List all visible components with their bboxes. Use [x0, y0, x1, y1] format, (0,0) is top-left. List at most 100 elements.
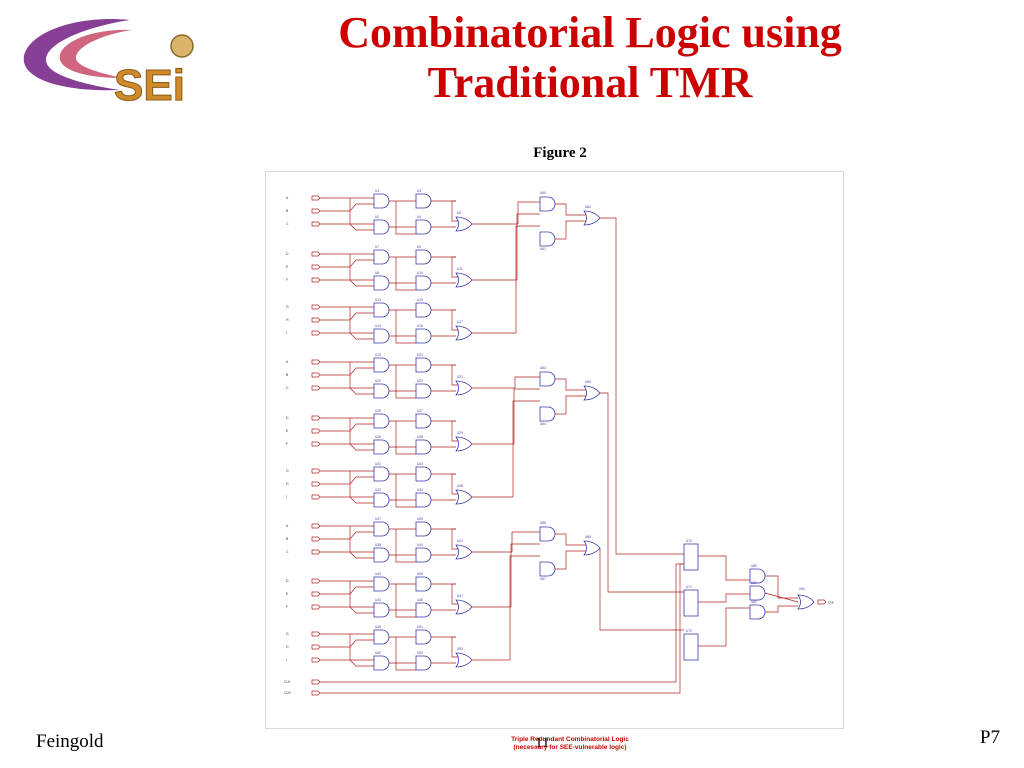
flip-flop [683, 633, 699, 661]
input-port [311, 549, 321, 555]
input-port [311, 441, 321, 447]
and-gate [415, 328, 432, 344]
wire [349, 606, 374, 614]
wire [509, 555, 540, 660]
wire [600, 217, 684, 555]
and-gate [415, 193, 432, 209]
wire [395, 257, 416, 291]
wire [349, 254, 374, 281]
wire [349, 223, 374, 231]
input-label: A [286, 360, 289, 364]
and-gate [373, 219, 390, 235]
and-gate [373, 383, 390, 399]
and-gate [415, 275, 432, 291]
and-gate [539, 196, 556, 212]
gate-label: U16 [417, 324, 423, 328]
gate-label: U46 [417, 598, 423, 602]
or-gate [455, 436, 473, 452]
input-label: H [286, 482, 289, 486]
wire [349, 307, 374, 334]
wire [698, 607, 750, 647]
gate-label: U44 [375, 598, 381, 602]
and-gate [415, 439, 432, 455]
input-port [311, 536, 321, 542]
and-gate [373, 466, 390, 482]
wire [764, 592, 799, 603]
input-port [311, 195, 321, 201]
wire [600, 392, 684, 593]
wire [349, 581, 374, 608]
footer-note-line-2: (necessary for SEE-vulnerable logic) [513, 744, 627, 751]
input-label: C [286, 550, 289, 554]
gate-label: U81 [751, 581, 757, 585]
gate-label: U67 [540, 577, 546, 581]
or-gate [455, 272, 473, 288]
gate-label: U3 [417, 189, 421, 193]
wire [451, 583, 458, 605]
gate-label: U19 [375, 353, 381, 357]
gate-label: U34 [417, 488, 423, 492]
title-line-2: Traditional TMR [427, 58, 753, 107]
wire [349, 367, 374, 376]
gate-label: U13 [375, 298, 381, 302]
input-port [311, 317, 321, 323]
gate-label: U49 [375, 625, 381, 629]
input-port [311, 631, 321, 637]
gate-label: U11 [457, 267, 463, 271]
footer-page-overlap: 11 [535, 735, 550, 751]
and-gate [373, 249, 390, 265]
gate-label: U72 [686, 629, 692, 633]
gate-label: U22 [417, 379, 423, 383]
wire [395, 637, 416, 671]
wire [513, 388, 540, 444]
wire [349, 259, 374, 268]
and-gate [373, 576, 390, 592]
and-gate [539, 526, 556, 542]
input-port [311, 385, 321, 391]
input-label: A [286, 524, 289, 528]
and-gate [373, 492, 390, 508]
and-gate [415, 576, 432, 592]
wire [510, 543, 540, 607]
wire [395, 474, 416, 508]
input-port [311, 428, 321, 434]
and-gate [749, 585, 766, 601]
input-port [311, 264, 321, 270]
gate-label: U1 [375, 189, 379, 193]
clock-label: CLK [284, 680, 291, 684]
input-port [311, 372, 321, 378]
and-gate [415, 521, 432, 537]
or-gate [455, 216, 473, 232]
wire [555, 533, 586, 546]
or-gate [455, 325, 473, 341]
gate-label: U64 [540, 422, 546, 426]
gate-label: U50 [375, 651, 381, 655]
gate-label: U15 [417, 298, 423, 302]
and-gate [415, 383, 432, 399]
wire [395, 584, 416, 618]
and-gate [415, 466, 432, 482]
and-gate [415, 357, 432, 373]
gate-label: U28 [417, 435, 423, 439]
input-port [311, 330, 321, 336]
gate-label: U66 [540, 521, 546, 525]
and-gate [749, 604, 766, 620]
wire [349, 659, 374, 667]
input-label: F [286, 605, 288, 609]
and-gate [415, 602, 432, 618]
and-gate [373, 547, 390, 563]
gate-label: U33 [417, 462, 423, 466]
footer-author: Feingold [36, 731, 104, 752]
wire [511, 531, 540, 552]
and-gate [373, 413, 390, 429]
input-port [311, 277, 321, 283]
input-label: B [286, 537, 289, 541]
input-label: G [286, 305, 289, 309]
input-label: H [286, 318, 289, 322]
wire [349, 418, 374, 445]
and-gate [373, 521, 390, 537]
wire [349, 471, 374, 498]
wire [349, 551, 374, 559]
